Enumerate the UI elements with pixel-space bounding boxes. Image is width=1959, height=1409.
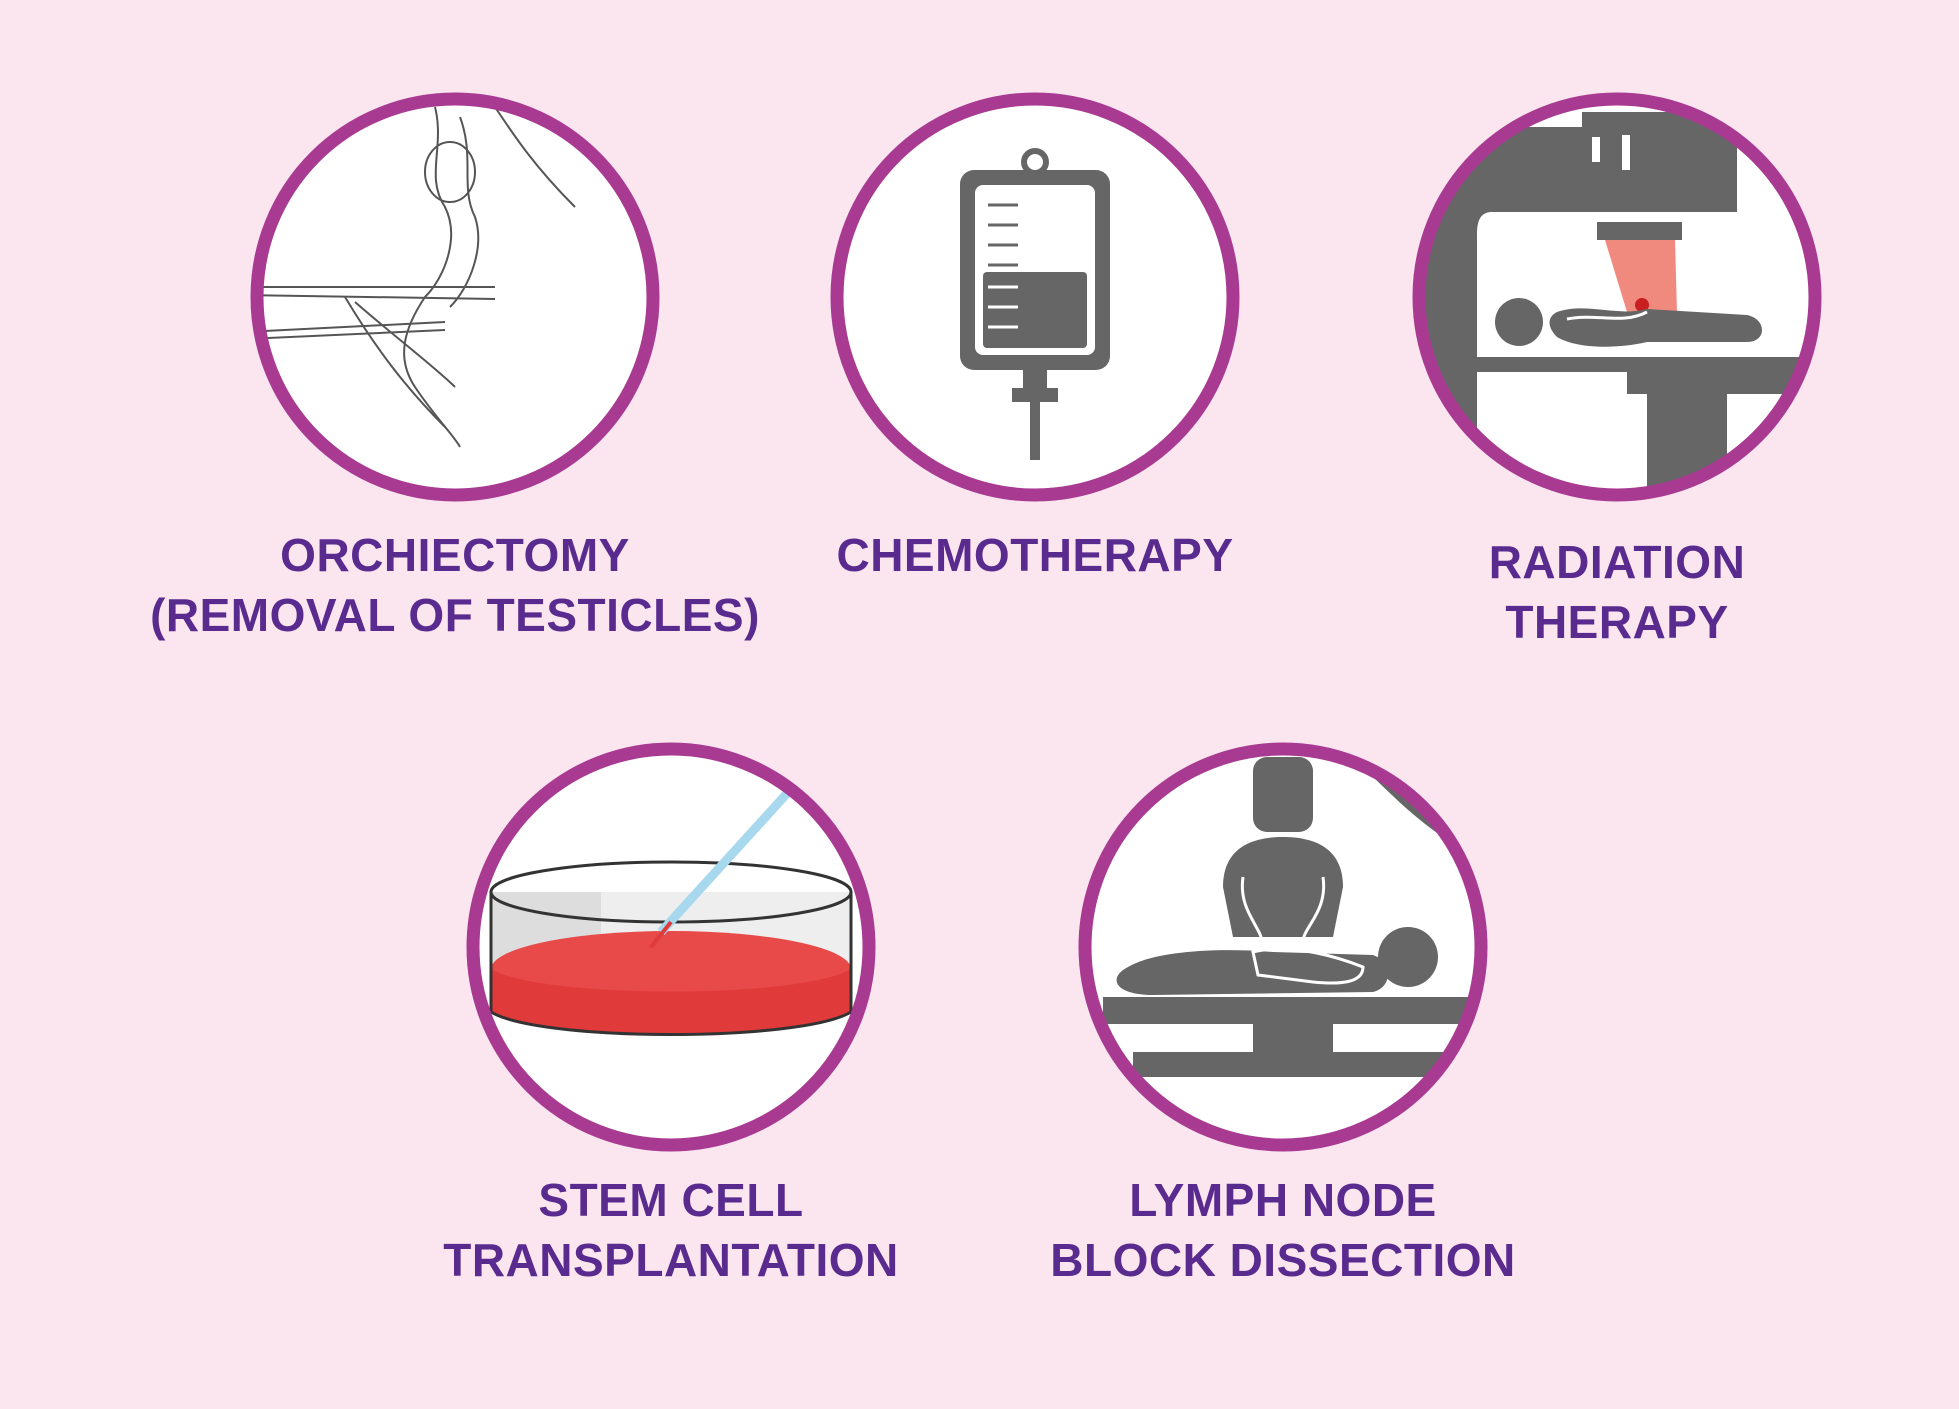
label-line: CHEMOTHERAPY <box>836 529 1234 581</box>
treatment-label-lymph-node: LYMPH NODE BLOCK DISSECTION <box>1050 1170 1515 1290</box>
treatment-label-radiation: RADIATION THERAPY <box>1489 532 1746 652</box>
orchiectomy-surgery-icon <box>250 92 660 502</box>
surgeon-operating-icon <box>1078 742 1488 1152</box>
radiation-machine-icon <box>1412 92 1822 502</box>
label-line: TRANSPLANTATION <box>443 1234 899 1286</box>
treatment-label-chemotherapy: CHEMOTHERAPY <box>836 525 1233 585</box>
label-line: ORCHIECTOMY <box>280 529 630 581</box>
treatment-label-orchiectomy: ORCHIECTOMY (REMOVAL OF TESTICLES) <box>150 525 760 645</box>
petri-dish-icon <box>466 742 876 1152</box>
label-line: THERAPY <box>1505 596 1729 648</box>
iv-bag-icon <box>830 92 1240 502</box>
label-line: RADIATION <box>1488 536 1746 588</box>
label-line: BLOCK DISSECTION <box>1050 1234 1516 1286</box>
label-line: (REMOVAL OF TESTICLES) <box>150 589 760 641</box>
treatment-label-stem-cell: STEM CELL TRANSPLANTATION <box>443 1170 899 1290</box>
label-line: LYMPH NODE <box>1129 1174 1437 1226</box>
label-line: STEM CELL <box>538 1174 804 1226</box>
